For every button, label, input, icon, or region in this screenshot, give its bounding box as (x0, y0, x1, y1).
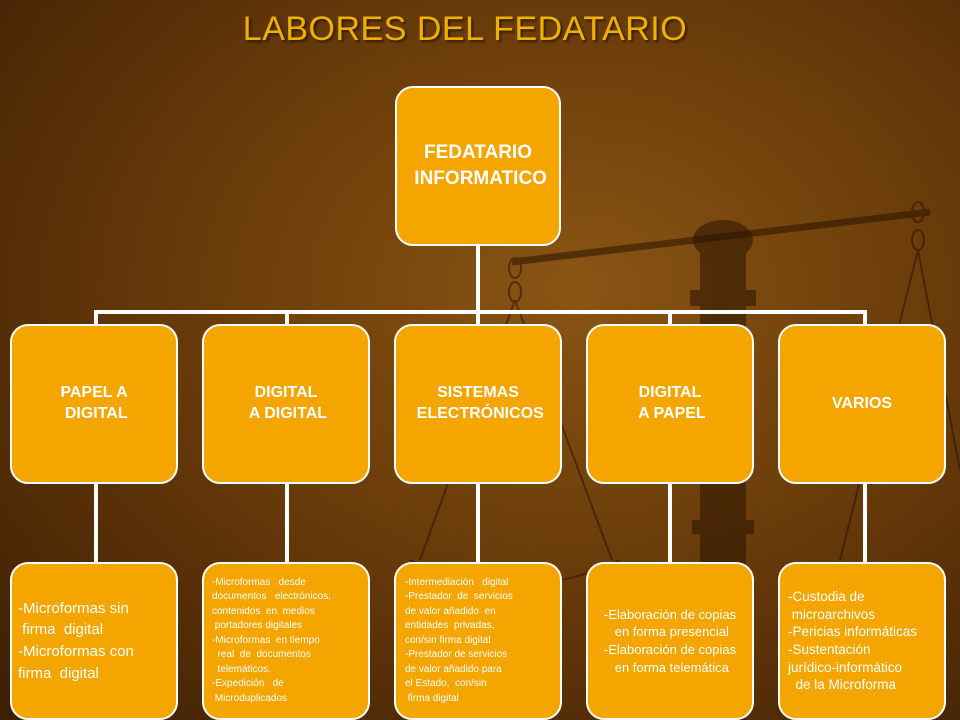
connector-detail-5 (863, 482, 867, 564)
detail-node-digital-a-digital: -Microformas desde documentos electrónic… (202, 562, 370, 720)
page-title: LABORES DEL FEDATARIO (242, 10, 688, 48)
connector-detail-2 (285, 482, 289, 564)
detail-node-sistemas-electronicos: -Intermediación digital -Prestador de se… (394, 562, 562, 720)
connector-detail-1 (94, 482, 98, 564)
category-label: SISTEMAS ELECTRÓNICOS (416, 384, 544, 422)
detail-text: -Microformas sin firma digital -Microfor… (18, 599, 134, 682)
root-node-label: FEDATARIO INFORMATICO (414, 142, 547, 189)
category-node-papel-a-digital: PAPEL A DIGITAL (10, 324, 178, 484)
connector-detail-3 (476, 482, 480, 564)
detail-text: -Intermediación digital -Prestador de se… (405, 576, 513, 704)
detail-text: -Custodia de microarchivos -Pericias inf… (788, 589, 918, 693)
category-node-digital-a-digital: DIGITAL A DIGITAL (202, 324, 370, 484)
root-node: FEDATARIO INFORMATICO (395, 86, 561, 246)
connector-horizontal (94, 310, 867, 314)
connector-cat-4 (668, 310, 672, 326)
category-label: PAPEL A DIGITAL (60, 384, 128, 422)
category-node-sistemas-electronicos: SISTEMAS ELECTRÓNICOS (394, 324, 562, 484)
category-label: DIGITAL A PAPEL (638, 384, 706, 422)
detail-node-digital-a-papel: -Elaboración de copias en forma presenci… (586, 562, 754, 720)
connector-cat-1 (94, 310, 98, 326)
connector-root-down (476, 245, 480, 313)
category-label: DIGITAL A DIGITAL (248, 384, 328, 422)
detail-node-varios: -Custodia de microarchivos -Pericias inf… (778, 562, 946, 720)
connector-detail-4 (668, 482, 672, 564)
connector-cat-5 (863, 310, 867, 326)
category-node-varios: VARIOS (778, 324, 946, 484)
category-label: VARIOS (831, 394, 893, 412)
connector-cat-2 (285, 310, 289, 326)
detail-text: -Elaboración de copias en forma presenci… (603, 606, 737, 675)
detail-text: -Microformas desde documentos electrónic… (212, 576, 331, 704)
category-node-digital-a-papel: DIGITAL A PAPEL (586, 324, 754, 484)
connector-cat-3 (476, 310, 480, 326)
detail-node-papel-a-digital: -Microformas sin firma digital -Microfor… (10, 562, 178, 720)
